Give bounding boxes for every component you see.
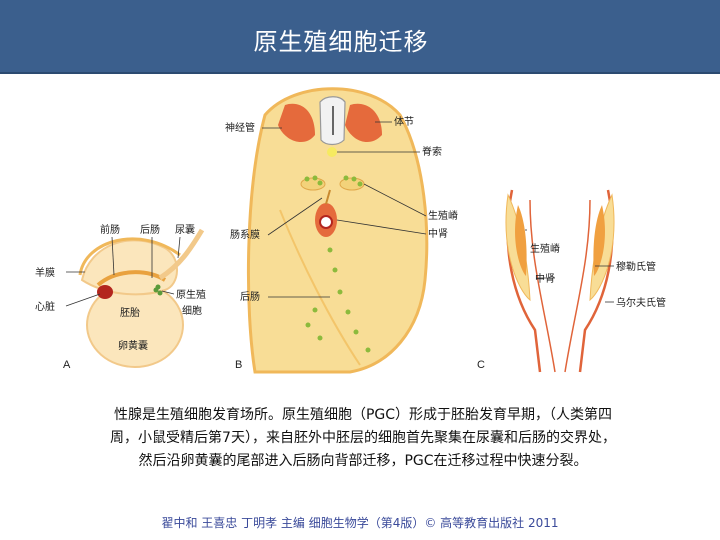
label-wolffian-duct: 乌尔夫氏管 — [616, 296, 666, 309]
leader-line — [336, 219, 427, 235]
gut-shape — [96, 270, 167, 287]
label-embryo: 胚胎 — [120, 306, 140, 319]
leader-line — [65, 293, 101, 307]
label-neural-tube: 神经管 — [225, 121, 255, 134]
notochord-shape — [327, 147, 337, 157]
label-genital-ridge-b: 生殖嵴 — [428, 209, 458, 222]
title-bar: 原生殖细胞迁移 — [0, 0, 720, 74]
pgc-migration-figure: 前肠 后肠 尿囊 羊膜 心脏 胚胎 原生殖 细胞 卵黄囊 A — [35, 87, 666, 374]
pgc-dot — [157, 290, 163, 296]
mullerian-duct-right — [564, 199, 591, 373]
label-allantois: 尿囊 — [175, 223, 195, 236]
label-yolk-sac: 卵黄囊 — [118, 339, 148, 352]
panel-c: 生殖嵴 中肾 穆勒氏管 乌尔夫氏管 C — [477, 189, 666, 373]
pgc-cells — [304, 175, 371, 353]
caption-line-3: 然后沿卵黄囊的尾部进入后肠向背部迁移，PGC在迁移过程中快速分裂。 — [138, 453, 588, 469]
embryo-cross-section — [246, 87, 429, 374]
label-somite: 体节 — [394, 116, 414, 128]
leader-line — [111, 236, 115, 276]
label-pgc-1: 原生殖 — [176, 288, 206, 301]
panel-b: 神经管 体节 脊索 生殖嵴 中肾 肠系膜 后肠 B — [225, 87, 458, 374]
label-hindgut-a: 后肠 — [140, 224, 160, 236]
panel-label-b: B — [235, 359, 242, 371]
label-genital-ridge-c: 生殖嵴 — [530, 242, 560, 255]
label-mullerian-duct: 穆勒氏管 — [616, 260, 656, 273]
somite-right — [345, 103, 382, 143]
leader-line — [267, 197, 323, 236]
inner-cavity — [279, 209, 361, 366]
leader-line — [161, 290, 175, 295]
leader-line — [177, 236, 181, 259]
gut-lumen — [319, 215, 333, 229]
source-citation: 翟中和 王喜忠 丁明孝 主编 细胞生物学（第4版）© 高等教育出版社 2011 — [161, 516, 559, 530]
amnion-shape — [78, 237, 181, 276]
label-amnion: 羊膜 — [35, 266, 55, 279]
mullerian-duct-left — [529, 199, 556, 373]
label-mesentery: 肠系膜 — [230, 229, 260, 241]
label-heart: 心脏 — [35, 300, 55, 313]
somite-left — [278, 103, 315, 143]
leader-line — [363, 183, 427, 217]
page-title: 原生殖细胞迁移 — [253, 28, 429, 56]
heart-shape — [97, 285, 113, 299]
genital-ridge-left-c — [515, 205, 527, 276]
label-notochord: 脊索 — [422, 145, 442, 158]
label-foregut: 前肠 — [100, 223, 120, 236]
caption-line-1: 性腺是生殖细胞发育场所。原生殖细胞（PGC）形成于胚胎发育早期，（人类第四 — [113, 407, 613, 423]
genital-ridge-right-c — [593, 205, 605, 276]
caption: 性腺是生殖细胞发育场所。原生殖细胞（PGC）形成于胚胎发育早期，（人类第四 周，… — [30, 404, 696, 473]
panel-label-c: C — [477, 359, 485, 371]
pgc-dot — [155, 284, 161, 290]
panel-label-a: A — [63, 359, 71, 371]
label-pgc-2: 细胞 — [182, 304, 202, 317]
label-mesonephros-c: 中肾 — [535, 272, 555, 285]
label-mesonephros-b: 中肾 — [428, 227, 448, 240]
label-hindgut-b: 后肠 — [240, 291, 260, 303]
allantois-shape — [158, 228, 205, 281]
panel-a: 前肠 后肠 尿囊 羊膜 心脏 胚胎 原生殖 细胞 卵黄囊 A — [35, 223, 206, 371]
caption-line-2: 周，小鼠受精后第7天），来自胚外中胚层的细胞首先聚集在尿囊和后肠的交界处， — [110, 430, 616, 446]
mesentery-shape — [325, 189, 331, 205]
